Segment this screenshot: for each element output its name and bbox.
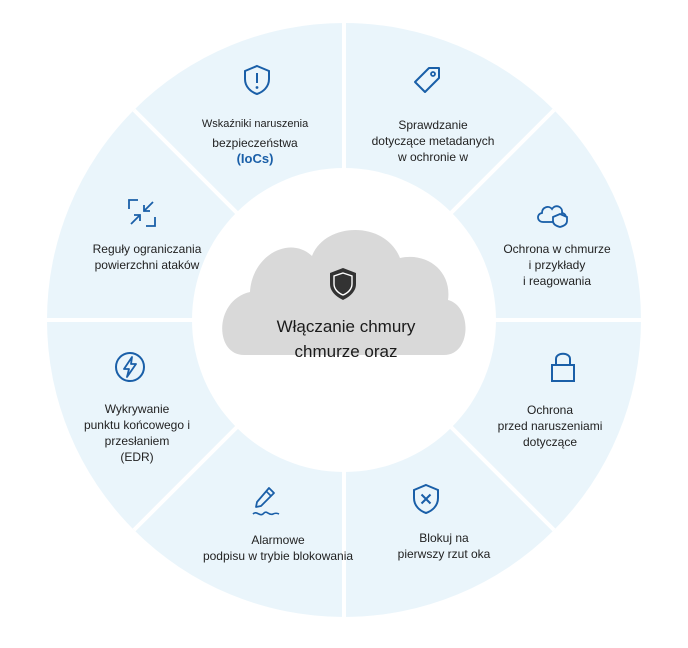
segment-asr-line-2: powierzchni ataków — [94, 258, 200, 272]
segment-label-edr: Wykrywanie punktu końcowego i przesłanie… — [84, 401, 190, 465]
segment-block-line-2: pierwszy rzut oka — [397, 547, 491, 561]
shrink-arrows-icon — [128, 199, 156, 227]
segment-label-block-first-sight: Blokuj na pierwszy rzut oka — [398, 530, 491, 562]
segment-metadata-line-3: w ochronie w — [397, 150, 469, 164]
segment-edr-line-4: (EDR) — [120, 450, 154, 464]
segment-iocs-accent: (IoCs) — [236, 151, 274, 166]
segment-edr-line-2: punktu końcowego i — [83, 418, 191, 432]
segment-edr-line-1: Wykrywanie — [104, 402, 170, 416]
segment-label-tamper-protection: Ochrona przed naruszeniami dotyczące — [498, 402, 603, 450]
segment-edr-line-3: przesłaniem — [104, 434, 170, 448]
segment-iocs-line-1: Wskaźniki naruszenia — [201, 118, 309, 130]
segment-signature-line-1: Alarmowe — [251, 533, 305, 547]
segment-block-line-1: Blokuj na — [419, 531, 469, 545]
segment-metadata-line-2: dotyczące metadanych — [371, 134, 495, 148]
center-shield-icon — [330, 268, 356, 300]
tag-icon — [414, 67, 440, 93]
segment-tamper-line-3: dotyczące — [522, 435, 578, 449]
segment-label-signature-alerts: Alarmowe podpisu w trybie blokowania — [203, 532, 353, 564]
block-shield-icon — [413, 483, 439, 515]
pen-signature-icon — [252, 487, 280, 516]
segment-label-attack-surface: Reguły ograniczania powierzchni ataków — [93, 241, 202, 273]
shield-alert-icon — [244, 64, 270, 96]
segment-iocs-line-2: bezpieczeństwa — [212, 136, 298, 150]
lock-icon — [551, 352, 575, 382]
center-title-line-1: Włączanie chmury — [276, 317, 416, 336]
segment-label-cloud-protection: Ochrona w chmurze i przykłady i reagowan… — [503, 241, 610, 289]
segment-signature-line-2: podpisu w trybie blokowania — [202, 549, 354, 563]
center-title: Włączanie chmury chmurze oraz — [277, 314, 416, 364]
segment-cloud-line-3: i reagowania — [522, 274, 592, 288]
cloud-shield-icon — [537, 205, 568, 228]
segment-tamper-line-1: Ochrona — [526, 403, 574, 417]
segment-asr-line-1: Reguły ograniczania — [92, 242, 202, 256]
lightning-icon — [115, 352, 145, 382]
segment-metadata-line-1: Sprawdzanie — [398, 118, 468, 132]
segment-cloud-line-2: i przykłady — [528, 258, 586, 272]
segment-tamper-line-2: przed naruszeniami — [497, 419, 603, 433]
center-title-line-2: chmurze oraz — [294, 342, 398, 361]
segment-cloud-line-1: Ochrona w chmurze — [503, 242, 611, 256]
segment-label-iocs: Wskaźniki naruszenia bezpieczeństwa (IoC… — [202, 116, 308, 167]
segment-label-metadata: Sprawdzanie dotyczące metadanych w ochro… — [372, 117, 495, 165]
